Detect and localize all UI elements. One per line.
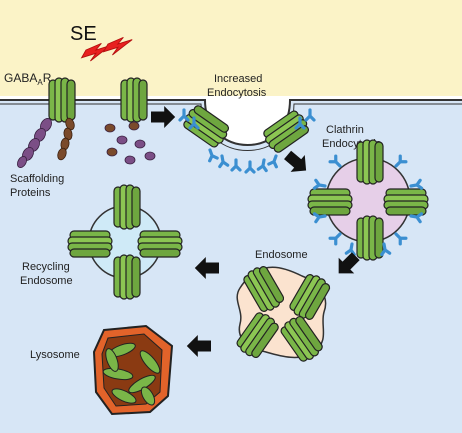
endosome-label: Endosome bbox=[255, 249, 308, 261]
endosome bbox=[233, 262, 333, 365]
clathrin-endocytosis-label: Clathrin bbox=[326, 124, 364, 136]
clathrin-coated-vesicle bbox=[307, 139, 429, 261]
recycling-endosome-label: Recycling bbox=[22, 261, 70, 273]
gabaa-receptor bbox=[120, 77, 148, 123]
recycling-endosome bbox=[67, 184, 183, 300]
scaffolding-label: Proteins bbox=[10, 187, 51, 199]
gabaa-receptor bbox=[48, 77, 76, 123]
lysosome bbox=[92, 324, 174, 416]
increased-endocytosis-label: Endocytosis bbox=[207, 87, 267, 99]
gabaar-label: GABAAR bbox=[4, 71, 52, 87]
lysosome-label: Lysosome bbox=[30, 349, 80, 361]
increased-endocytosis-label: Increased bbox=[214, 73, 262, 85]
recycling-endosome-label: Endosome bbox=[20, 275, 73, 287]
scaffolding-label: Scaffolding bbox=[10, 173, 64, 185]
extracellular-space bbox=[0, 0, 462, 96]
se-label: SE bbox=[70, 23, 97, 45]
scaffolding-proteins bbox=[17, 117, 156, 168]
